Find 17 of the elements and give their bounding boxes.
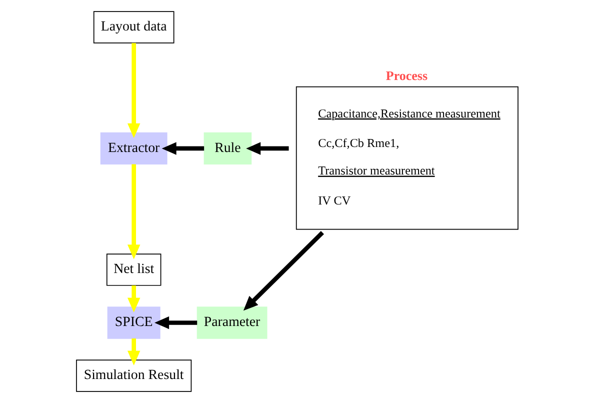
node-label: Process bbox=[385, 68, 428, 83]
node-box: Rule bbox=[203, 132, 252, 165]
arrow bbox=[154, 316, 197, 330]
node-box: Capacitance,Resistance measurement Cc,Cf,Cb Rme1, Transistor measurement IV CV bbox=[295, 86, 518, 230]
arrow bbox=[126, 285, 140, 312]
node-box: Layout data bbox=[92, 11, 174, 44]
node-box: Extractor bbox=[100, 132, 167, 165]
arrow bbox=[126, 43, 140, 138]
node-box: Net list bbox=[106, 254, 161, 286]
arrow bbox=[126, 338, 140, 366]
arrow bbox=[126, 164, 140, 260]
arrow bbox=[161, 142, 204, 155]
arrow bbox=[242, 231, 324, 311]
node-box: Parameter bbox=[196, 306, 267, 339]
arrow bbox=[246, 142, 288, 155]
node-box: SPICE bbox=[106, 306, 160, 339]
node-box: Simulation Result bbox=[76, 360, 192, 392]
